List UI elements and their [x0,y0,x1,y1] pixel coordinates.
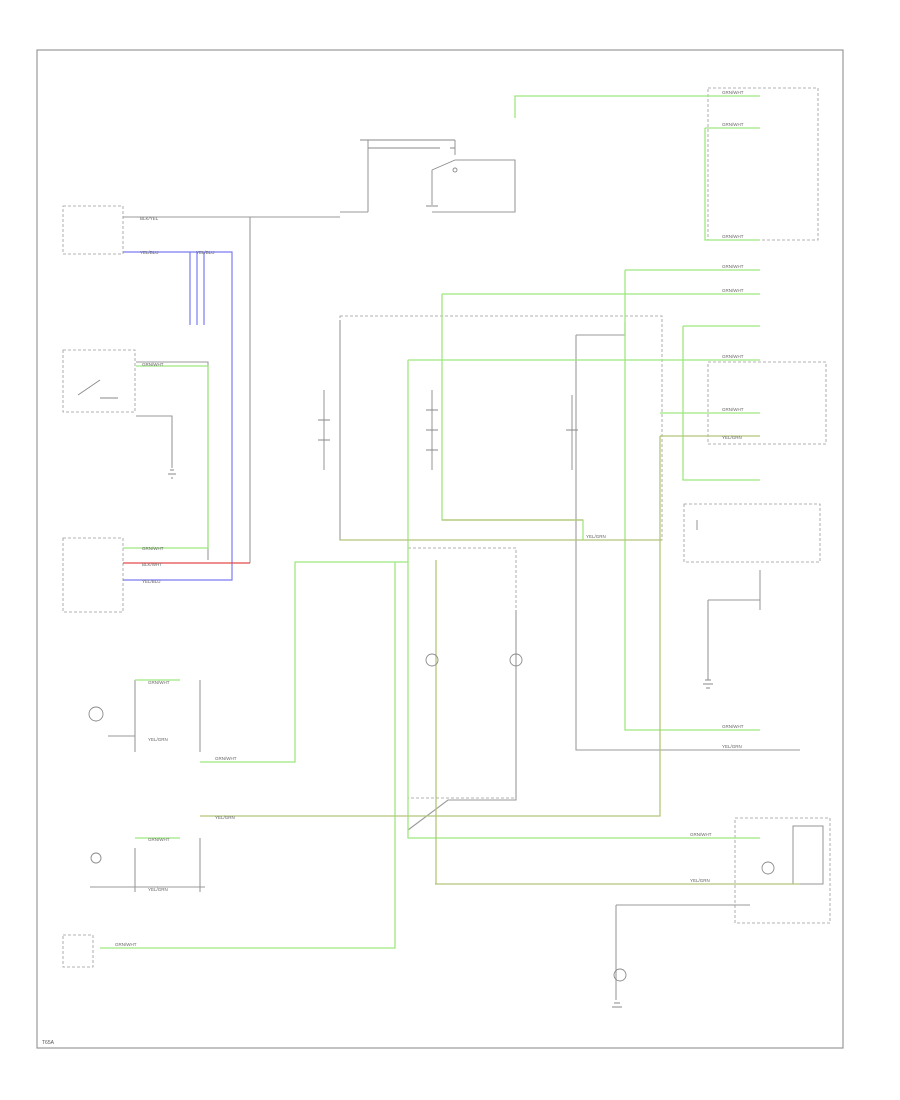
wire-label-blk-yel: BLK/YEL [140,216,159,221]
wire-label-yel-grn-1: YEL/GRN [722,435,742,440]
wire-label-yel-blu-2: YEL/BLU [196,250,215,255]
wire-label-grn-wht-6: GRN/WHT [722,354,744,359]
green-yellow-wires [200,435,800,885]
wire-label-yel-grn-6: YEL/GRN [148,737,168,742]
wire-label-grn-wht-9: GRN/WHT [690,832,712,837]
wire-label-grn-wht-1: GRN/WHT [722,90,744,95]
combination-meter-inner [792,825,824,885]
wire-label-yel-grn-2: YEL/GRN [586,534,606,539]
ground-symbols [168,469,713,1008]
tail-light-relay [340,139,516,213]
wire-label-yel-grn-5: YEL/GRN [690,878,710,883]
center-dash-panel [339,315,663,541]
audio-unit-box [707,361,827,445]
illumination-switch-box [683,503,821,563]
under-dash-fuse-box-left [62,205,124,255]
diagram-frame [36,49,844,1049]
wire-label-grn-wht-14: GRN/WHT [148,837,170,842]
wire-label-grn-wht-2: GRN/WHT [722,122,744,127]
wire-label-grn-wht-11: GRN/WHT [142,546,164,551]
switch-elements [77,379,775,982]
instrument-panel-box [62,537,124,613]
wire-label-yel-blu-3: YEL/BLU [142,579,161,584]
wire-label-yel-grn-7: YEL/GRN [148,887,168,892]
wire-label-grn-wht-4: GRN/WHT [722,264,744,269]
combination-meter-box [734,817,831,924]
multi-combination-switch-box [62,349,136,413]
wire-label-yel-grn-4: YEL/GRN [215,815,235,820]
lower-dash-panel [407,547,517,799]
main-relay-box [707,87,819,241]
wire-label-yel-blu-1: YEL/BLU [140,250,159,255]
wire-label-yel-grn-3: YEL/GRN [722,744,742,749]
wire-label-grn-wht-10: GRN/WHT [142,362,164,367]
wire-label-grn-wht-12: GRN/WHT [148,680,170,685]
wire-label-grn-wht-15: GRN/WHT [115,942,137,947]
wire-label-grn-wht-3: GRN/WHT [722,234,744,239]
wire-label-grn-wht-13: GRN/WHT [215,756,237,761]
wire-label-grn-wht-7: GRN/WHT [722,407,744,412]
blue-red-wires [123,251,250,581]
wire-label-grn-wht-8: GRN/WHT [722,724,744,729]
wire-label-grn-wht-5: GRN/WHT [722,288,744,293]
diagram-code: T65A [42,1040,55,1046]
wire-label-blk-wht: BLK/WHT [142,562,162,567]
green-wires [100,95,760,949]
heater-control-box [62,934,94,968]
